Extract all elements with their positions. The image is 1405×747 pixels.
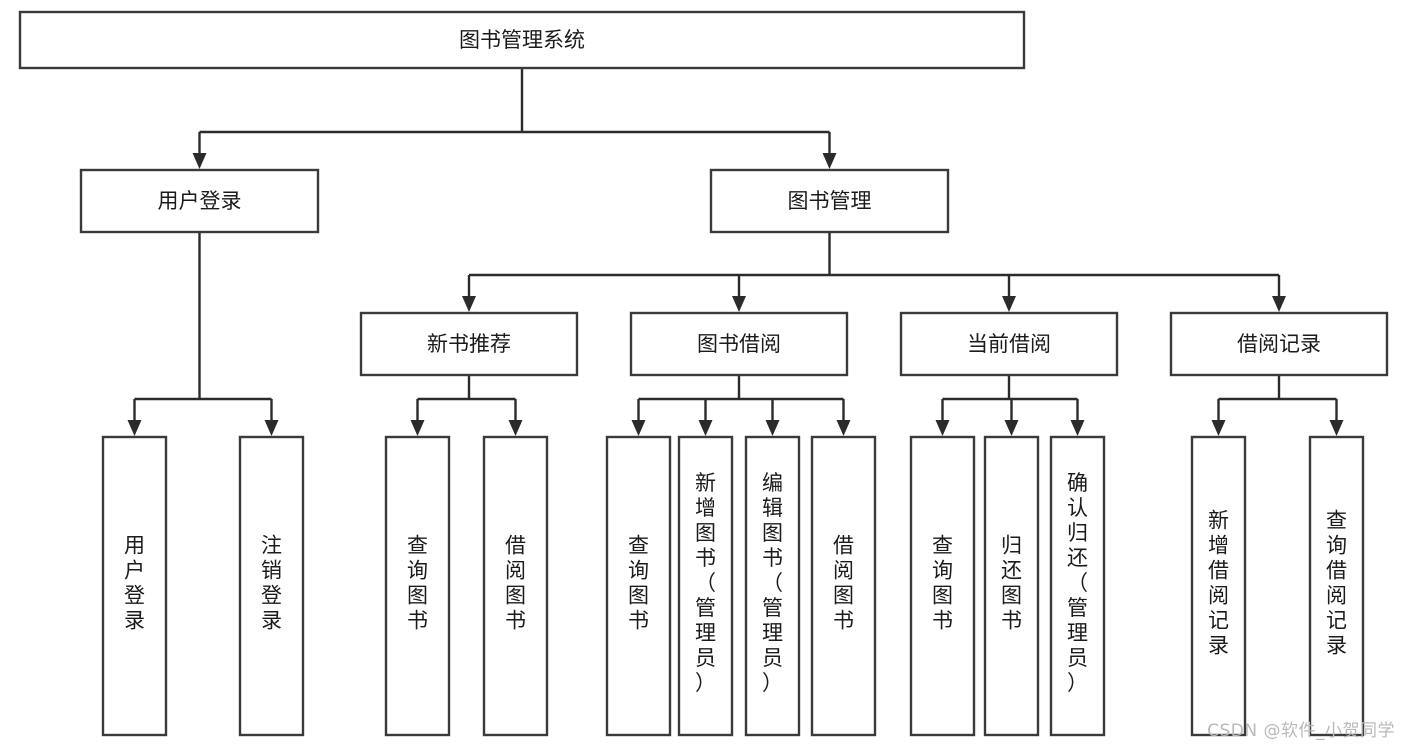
node-leaf-borrow-book[interactable]: 借阅图书 — [810, 435, 877, 737]
arrow-head-icon — [765, 420, 780, 436]
arrow-head-icon — [127, 420, 142, 436]
node-rect — [238, 435, 305, 737]
node-label: 编辑图书（管理员） — [762, 471, 783, 695]
node-leaf-confirm-return[interactable]: 确认归还（管理员） — [1049, 435, 1106, 737]
arrow-head-icon — [1002, 296, 1016, 312]
node-rect — [1308, 435, 1365, 737]
node-rect — [18, 10, 1026, 70]
node-label: 图书管理 — [788, 189, 872, 213]
node-rect — [1169, 311, 1389, 377]
node-label: 新书推荐 — [427, 332, 511, 356]
node-label: 图书借阅 — [697, 332, 781, 356]
node-book-management[interactable]: 图书管理 — [709, 168, 950, 234]
node-label: 新增借阅记录 — [1208, 509, 1229, 658]
node-label: 当前借阅 — [967, 332, 1051, 356]
arrow-head-icon — [1272, 296, 1286, 312]
arrow-head-icon — [192, 153, 207, 169]
node-label: 图书管理系统 — [459, 28, 585, 52]
arrow-head-icon — [732, 296, 746, 312]
node-new-book-recommend[interactable]: 新书推荐 — [359, 311, 579, 377]
node-leaf-query-record[interactable]: 查询借阅记录 — [1308, 435, 1365, 737]
node-leaf-query-book-borrow[interactable]: 查询图书 — [605, 435, 672, 737]
node-borrow-record[interactable]: 借阅记录 — [1169, 311, 1389, 377]
arrow-head-icon — [1329, 420, 1344, 436]
arrow-head-icon — [836, 420, 851, 436]
node-rect — [101, 435, 168, 737]
node-label: 借阅图书 — [833, 534, 854, 633]
node-label: 用户登录 — [158, 189, 242, 213]
arrow-head-icon — [462, 296, 476, 312]
node-label: 查询图书 — [407, 534, 428, 633]
node-rect — [359, 311, 579, 377]
node-label: 查询图书 — [932, 534, 953, 633]
node-rect — [1049, 435, 1106, 737]
node-leaf-borrow-book-rec[interactable]: 借阅图书 — [482, 435, 549, 737]
node-layer: 图书管理系统用户登录图书管理新书推荐图书借阅当前借阅借阅记录用户登录注销登录查询… — [18, 10, 1389, 737]
node-leaf-return-book[interactable]: 归还图书 — [983, 435, 1040, 737]
arrow-head-icon — [822, 153, 837, 169]
arrow-head-icon — [508, 420, 523, 436]
node-label: 用户登录 — [124, 534, 145, 633]
node-label: 借阅记录 — [1237, 332, 1321, 356]
arrow-head-icon — [935, 420, 950, 436]
node-label: 新增图书（管理员） — [695, 471, 716, 695]
node-label: 查询图书 — [628, 534, 649, 633]
node-rect — [983, 435, 1040, 737]
node-leaf-edit-book[interactable]: 编辑图书（管理员） — [744, 435, 801, 737]
node-rect — [605, 435, 672, 737]
node-leaf-add-record[interactable]: 新增借阅记录 — [1190, 435, 1247, 737]
arrow-head-icon — [264, 420, 279, 436]
arrow-head-icon — [1211, 420, 1226, 436]
node-rect — [384, 435, 451, 737]
connector-layer — [127, 68, 1344, 436]
node-current-borrow[interactable]: 当前借阅 — [899, 311, 1119, 377]
node-label: 归还图书 — [1001, 534, 1022, 633]
node-rect — [810, 435, 877, 737]
node-rect — [709, 168, 950, 234]
arrow-head-icon — [1070, 420, 1085, 436]
node-label: 注销登录 — [261, 534, 282, 633]
node-user-login[interactable]: 用户登录 — [79, 168, 320, 234]
node-leaf-query-book-rec[interactable]: 查询图书 — [384, 435, 451, 737]
node-label: 确认归还（管理员） — [1067, 471, 1088, 695]
node-book-borrow[interactable]: 图书借阅 — [629, 311, 849, 377]
arrow-head-icon — [410, 420, 425, 436]
node-leaf-user-login[interactable]: 用户登录 — [101, 435, 168, 737]
node-root[interactable]: 图书管理系统 — [18, 10, 1026, 70]
arrow-head-icon — [631, 420, 646, 436]
node-rect — [482, 435, 549, 737]
node-rect — [1190, 435, 1247, 737]
csdn-watermark: CSDN @软件_小贺同学 — [1207, 721, 1395, 741]
arrow-head-icon — [698, 420, 713, 436]
arrow-head-icon — [1004, 420, 1019, 436]
node-rect — [79, 168, 320, 234]
node-leaf-logout[interactable]: 注销登录 — [238, 435, 305, 737]
node-leaf-add-book[interactable]: 新增图书（管理员） — [677, 435, 734, 737]
node-rect — [744, 435, 801, 737]
node-label: 借阅图书 — [505, 534, 526, 633]
node-leaf-query-book-current[interactable]: 查询图书 — [909, 435, 976, 737]
node-rect — [677, 435, 734, 737]
node-label: 查询借阅记录 — [1326, 509, 1347, 658]
node-rect — [909, 435, 976, 737]
node-rect — [899, 311, 1119, 377]
node-rect — [629, 311, 849, 377]
